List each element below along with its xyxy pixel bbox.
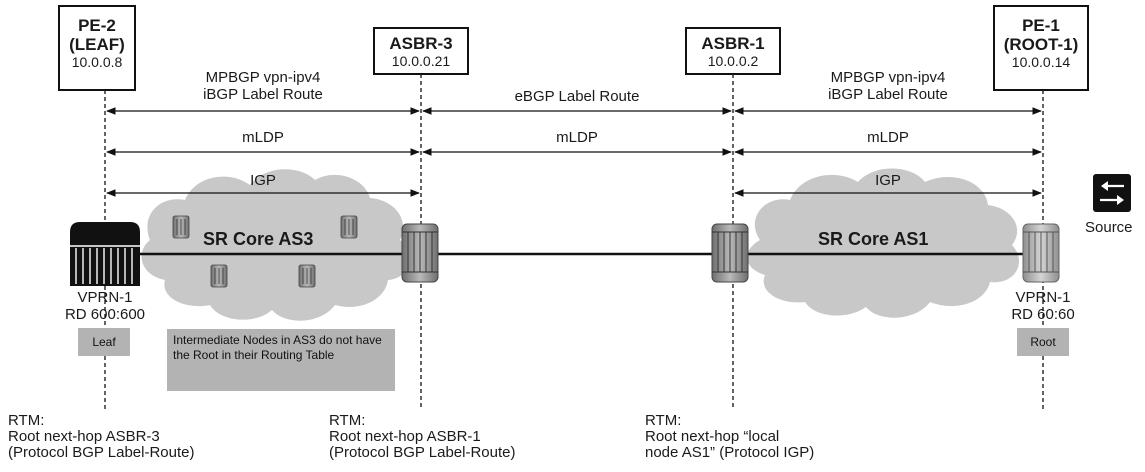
vprn-right-line1: VPRN-1	[1015, 289, 1071, 306]
node-pe1-name-line2: (ROOT-1)	[1003, 35, 1079, 54]
router-asbr3	[401, 223, 439, 283]
rtm-asbr3-line2: Root next-hop ASBR-1	[329, 428, 481, 445]
node-asbr3-name: ASBR-3	[389, 34, 453, 53]
rtm-asbr3-line3: (Protocol BGP Label-Route)	[329, 444, 516, 461]
rtm-asbr3-line1: RTM:	[329, 412, 366, 429]
cloud-as1	[747, 168, 1020, 318]
rtm-asbr3: RTM: Root next-hop ASBR-1 (Protocol BGP …	[329, 413, 515, 461]
vprn-left-line1: VPRN-1	[77, 289, 133, 306]
intermediate-router	[210, 264, 228, 288]
node-pe1-name-line1: PE-1	[1022, 16, 1060, 35]
label-mldp-right: mLDP	[867, 129, 909, 146]
tag-root: Root	[1017, 328, 1069, 356]
label-bgp-right-line1: MPBGP vpn-ipv4	[830, 69, 946, 86]
node-pe1: PE-1 (ROOT-1) 10.0.0.14	[993, 5, 1089, 91]
cloud-as1-label: SR Core AS1	[818, 229, 929, 249]
cloud-as3-label: SR Core AS3	[203, 229, 314, 249]
source-arrows-icon	[1093, 174, 1131, 212]
rtm-asbr1-line3: node AS1” (Protocol IGP)	[645, 444, 815, 461]
vprn-left-line2: RD 600:600	[64, 306, 146, 323]
tag-leaf: Leaf	[78, 328, 130, 356]
node-pe2-ip: 10.0.0.8	[71, 54, 123, 70]
label-mldp-middle: mLDP	[556, 129, 598, 146]
rtm-pe2-line3: (Protocol BGP Label-Route)	[8, 444, 195, 461]
label-bgp-left: MPBGP vpn-ipv4 iBGP Label Route	[163, 69, 363, 103]
vprn-right: VPRN-1 RD 60:60	[988, 289, 1098, 323]
source-label: Source	[1085, 219, 1133, 236]
node-pe2-name-line2: (LEAF)	[69, 35, 125, 54]
intermediate-nodes-note: Intermediate Nodes in AS3 do not have th…	[167, 329, 395, 391]
node-asbr3-ip: 10.0.0.21	[391, 53, 451, 69]
node-asbr1-name: ASBR-1	[701, 34, 765, 53]
rtm-pe2: RTM: Root next-hop ASBR-3 (Protocol BGP …	[8, 413, 194, 461]
label-mldp-left: mLDP	[242, 129, 284, 146]
cloud-as3	[141, 169, 410, 321]
label-igp-right: IGP	[875, 172, 901, 189]
intermediate-router	[298, 264, 316, 288]
node-asbr1-ip: 10.0.0.2	[707, 53, 759, 69]
label-bgp-right-line2: iBGP Label Route	[828, 86, 948, 103]
node-pe2: PE-2 (LEAF) 10.0.0.8	[58, 5, 136, 91]
vprn-left: VPRN-1 RD 600:600	[45, 289, 165, 323]
rtm-asbr1: RTM: Root next-hop “local node AS1” (Pro…	[645, 413, 814, 461]
intermediate-router	[340, 215, 358, 239]
router-asbr1	[711, 223, 749, 283]
rtm-pe2-line2: Root next-hop ASBR-3	[8, 428, 160, 445]
label-bgp-left-line1: MPBGP vpn-ipv4	[205, 69, 321, 86]
router-pe2-leaf	[70, 222, 140, 286]
label-bgp-right: MPBGP vpn-ipv4 iBGP Label Route	[788, 69, 988, 103]
node-asbr1: ASBR-1 10.0.0.2	[685, 27, 781, 75]
vprn-right-line2: RD 60:60	[1011, 306, 1075, 323]
node-asbr3: ASBR-3 10.0.0.21	[373, 27, 469, 75]
router-pe1-root	[1022, 223, 1060, 283]
node-pe1-ip: 10.0.0.14	[1011, 54, 1071, 70]
node-pe2-name-line1: PE-2	[78, 16, 116, 35]
intermediate-router	[172, 215, 190, 239]
label-bgp-left-line2: iBGP Label Route	[203, 86, 323, 103]
rtm-pe2-line1: RTM:	[8, 412, 45, 429]
label-igp-left: IGP	[250, 172, 276, 189]
rtm-asbr1-line1: RTM:	[645, 412, 682, 429]
rtm-asbr1-line2: Root next-hop “local	[645, 428, 780, 445]
label-bgp-middle: eBGP Label Route	[514, 88, 640, 105]
